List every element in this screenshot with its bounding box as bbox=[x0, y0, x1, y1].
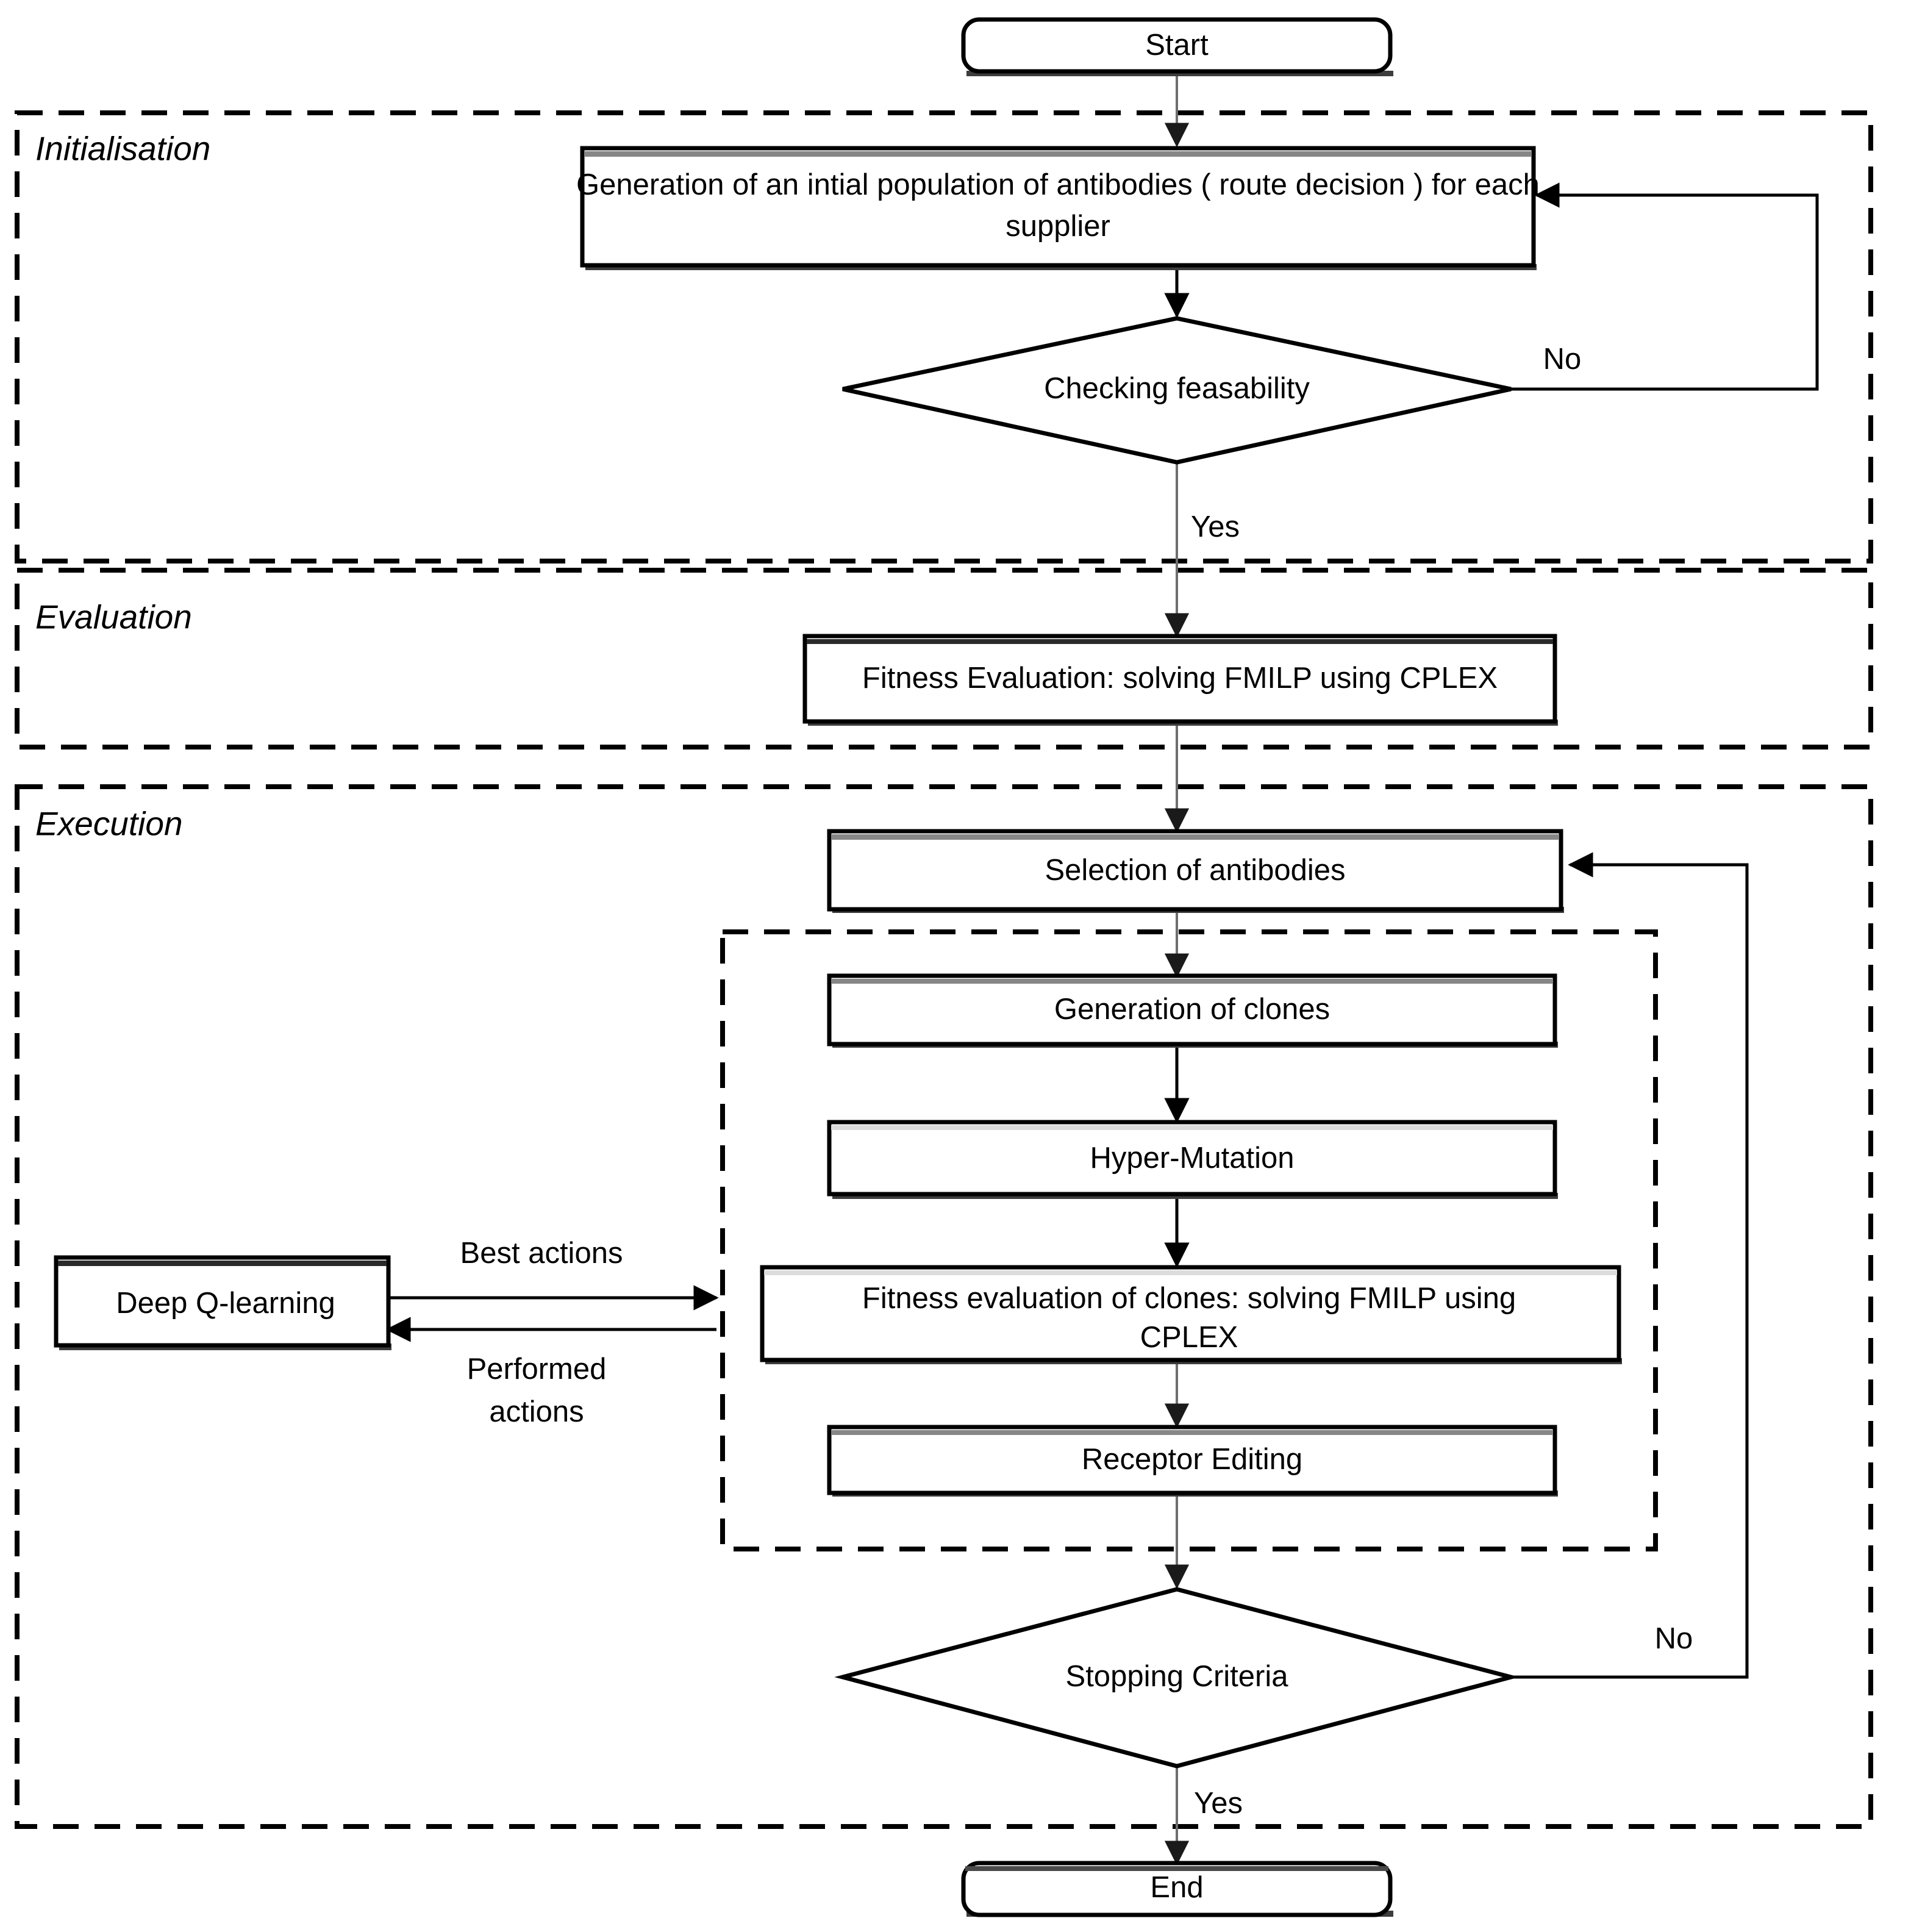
node-fitness-evaluation[interactable]: Fitness Evaluation: solving FMILP using … bbox=[802, 634, 1558, 726]
edge-label-feasability-yes: Yes bbox=[1191, 510, 1240, 543]
group-label-execution: Execution bbox=[35, 805, 183, 843]
node-selection-of-antibodies[interactable]: Selection of antibodies bbox=[827, 829, 1564, 913]
node-receptor-editing-label: Receptor Editing bbox=[1082, 1443, 1302, 1476]
edge-label-performed-actions-line1: Performed bbox=[467, 1353, 607, 1386]
node-fitness-clones-label-line1: Fitness evaluation of clones: solving FM… bbox=[862, 1282, 1516, 1315]
group-frame-clonal-inner bbox=[720, 929, 1658, 1551]
node-stopping-criteria[interactable]: Stopping Criteria bbox=[834, 1587, 1520, 1769]
node-hyper-mutation-label: Hyper-Mutation bbox=[1090, 1142, 1295, 1175]
connector-feasability-no-loop bbox=[1511, 182, 1819, 391]
edge-label-stopping-yes: Yes bbox=[1194, 1787, 1243, 1820]
edge-label-feasability-no: No bbox=[1543, 343, 1582, 376]
group-label-evaluation: Evaluation bbox=[35, 598, 192, 636]
node-generation-initial-population[interactable]: Generation of an intial population of an… bbox=[576, 146, 1540, 270]
node-generation-label-line2: supplier bbox=[1006, 210, 1110, 243]
group-label-initialisation: Initialisation bbox=[35, 130, 210, 168]
node-stopping-criteria-label: Stopping Criteria bbox=[1066, 1660, 1289, 1693]
group-frame-execution bbox=[15, 784, 1873, 1829]
node-hyper-mutation[interactable]: Hyper-Mutation bbox=[827, 1120, 1558, 1199]
edge-label-performed-actions-line2: actions bbox=[489, 1395, 584, 1428]
node-generation-label-line1: Generation of an intial population of an… bbox=[576, 168, 1540, 201]
edge-label-best-actions: Best actions bbox=[460, 1237, 623, 1270]
connector-stopping-no-loop bbox=[1511, 852, 1749, 1679]
node-start[interactable]: Start bbox=[961, 17, 1393, 76]
node-feasability-label: Checking feasability bbox=[1044, 372, 1310, 405]
node-fitness-evaluation-label: Fitness Evaluation: solving FMILP using … bbox=[862, 662, 1498, 695]
node-end-label: End bbox=[1150, 1871, 1203, 1904]
node-receptor-editing[interactable]: Receptor Editing bbox=[827, 1425, 1558, 1497]
node-deep-q-learning[interactable]: Deep Q-learning bbox=[54, 1255, 391, 1350]
group-frame-evaluation bbox=[15, 568, 1873, 750]
node-selection-label: Selection of antibodies bbox=[1045, 854, 1345, 887]
edge-label-stopping-no: No bbox=[1655, 1622, 1693, 1655]
node-fitness-clones-label-line2: CPLEX bbox=[1140, 1321, 1238, 1354]
node-deep-q-learning-label: Deep Q-learning bbox=[116, 1287, 335, 1320]
group-frame-initialisation bbox=[15, 110, 1873, 564]
node-generation-of-clones-label: Generation of clones bbox=[1054, 993, 1330, 1026]
node-end[interactable]: End bbox=[961, 1861, 1393, 1917]
node-start-label: Start bbox=[1145, 29, 1209, 62]
node-generation-of-clones[interactable]: Generation of clones bbox=[827, 973, 1558, 1048]
node-fitness-evaluation-clones[interactable]: Fitness evaluation of clones: solving FM… bbox=[760, 1265, 1622, 1364]
node-checking-feasability[interactable]: Checking feasability bbox=[842, 316, 1512, 465]
